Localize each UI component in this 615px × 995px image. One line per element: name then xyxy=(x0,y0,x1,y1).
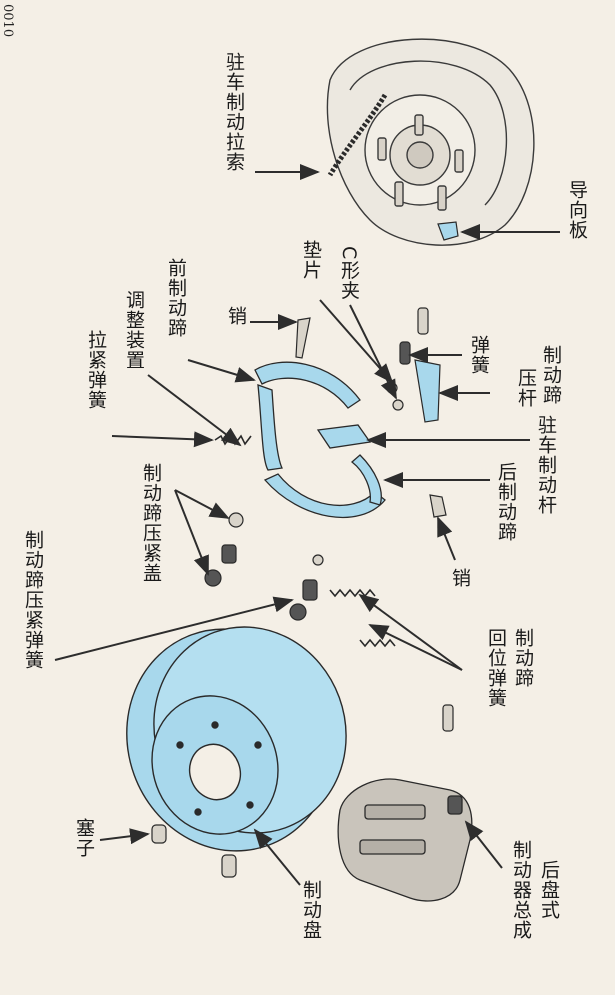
hold-parts xyxy=(204,494,454,732)
corner-text: 0010 xyxy=(0,4,15,38)
label-guide-plate: 导向板 xyxy=(566,180,588,240)
brake-disc-shape xyxy=(126,626,347,852)
label-spring: 弹簧 xyxy=(468,335,490,375)
label-hold-spring: 制动蹄压紧弹簧 xyxy=(22,530,44,670)
label-parking-lever: 驻车制动杆 xyxy=(535,415,557,515)
guide-plate-shape xyxy=(437,221,459,241)
caliper-shape xyxy=(337,778,473,902)
label-brake-disc: 制动盘 xyxy=(300,880,322,940)
plug-shape xyxy=(151,824,237,878)
label-rear-shoe: 后制动蹄 xyxy=(495,462,517,542)
label-shoe-hold-lever-1: 制动蹄 xyxy=(540,345,562,405)
label-shim: 垫片 xyxy=(300,240,322,280)
label-pin-top: 销 xyxy=(225,306,247,326)
label-parking-brake-cable: 驻车制动拉索 xyxy=(223,52,245,172)
leader-arrows xyxy=(54,164,560,886)
label-caliper-1: 后盘式 xyxy=(538,860,560,920)
label-pin-right: 销 xyxy=(449,568,471,588)
label-tension-spring: 拉紧弹簧 xyxy=(85,330,107,410)
label-caliper-2: 制动器总成 xyxy=(510,840,532,940)
backing-plate xyxy=(326,38,535,246)
label-hold-cap: 制动蹄压紧盖 xyxy=(140,463,162,583)
small-parts-top xyxy=(295,307,441,423)
label-adjuster: 调整装置 xyxy=(123,290,145,370)
label-return-spring-1: 制动蹄 xyxy=(512,628,534,688)
label-shoe-hold-lever-2: 压杆 xyxy=(515,368,537,408)
label-plug: 塞子 xyxy=(73,818,95,858)
label-front-shoe: 前制动蹄 xyxy=(165,258,187,338)
label-return-spring-2: 回位弹簧 xyxy=(485,628,507,708)
brake-shoes xyxy=(254,361,386,519)
label-c-clip: C形夹 xyxy=(338,246,360,301)
